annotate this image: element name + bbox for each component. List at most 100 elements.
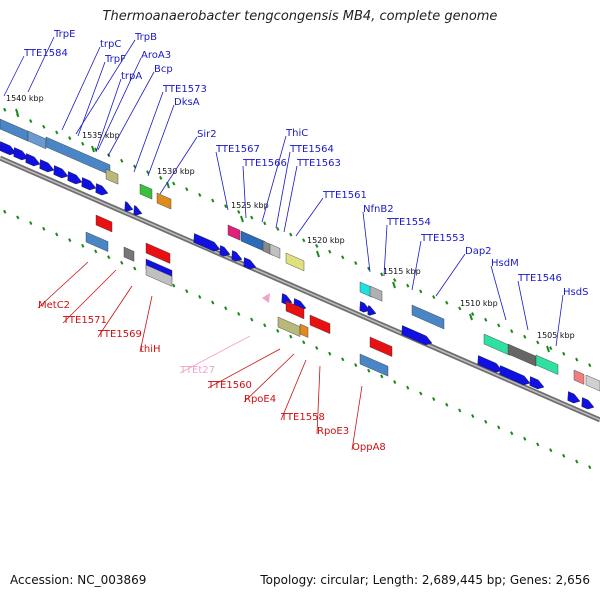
scale-tick (198, 294, 202, 299)
feature-box (285, 252, 305, 272)
forward-gene-arrow (124, 201, 134, 212)
scale-tick (237, 209, 241, 214)
scale-label: 1505 kbp (537, 331, 575, 340)
forward-gene-label-leader (242, 165, 247, 219)
feature-box (507, 343, 537, 367)
scale-tick (159, 175, 163, 180)
forward-gene-label: trpA (121, 71, 142, 82)
forward-gene-label: TTE1566 (242, 158, 287, 169)
major-tick (91, 145, 95, 153)
scale-tick (185, 187, 189, 192)
scale-tick (55, 130, 59, 135)
forward-gene-label-leader (77, 61, 106, 137)
forward-gene-label: TTE1546 (517, 273, 562, 284)
major-tick (469, 313, 473, 321)
scale-tick (432, 397, 436, 402)
forward-gene-arrow (81, 177, 97, 191)
forward-gene-label: TTE1573 (162, 84, 207, 95)
forward-gene-label-leader (435, 253, 466, 297)
scale-tick (432, 295, 436, 300)
scale-tick (29, 119, 33, 124)
forward-gene-label-leader (555, 294, 564, 347)
feature-box (359, 281, 373, 298)
reverse-gene-label-leader (139, 295, 153, 353)
feature-box (0, 118, 29, 142)
gene-layer (0, 118, 600, 410)
scale-tick (237, 311, 241, 316)
scale-label: 1525 kbp (231, 201, 269, 210)
reverse-feature-box (359, 353, 389, 377)
scale-tick (458, 408, 462, 413)
forward-gene-arrow (581, 397, 595, 410)
scale-tick (81, 141, 85, 146)
scale-tick (263, 323, 267, 328)
scale-tick (575, 459, 579, 464)
feature-box (535, 354, 559, 375)
forward-gene-label-leader (383, 224, 388, 277)
forward-gene-arrow (95, 183, 109, 196)
reverse-feature-box (85, 231, 109, 252)
forward-gene-label: AroA3 (141, 50, 171, 61)
forward-gene-arrow (367, 305, 377, 316)
scale-tick (211, 198, 215, 203)
scale-tick (419, 391, 423, 396)
forward-gene-arrow (477, 355, 503, 373)
forward-gene-arrow (499, 365, 531, 386)
scale-tick (419, 289, 423, 294)
scale-tick (510, 431, 514, 436)
scale-tick (185, 289, 189, 294)
scale-tick (328, 249, 332, 254)
scale-tick (354, 261, 358, 265)
scale-tick (510, 329, 514, 334)
forward-gene-label: Bcp (154, 64, 173, 75)
scale-tick (588, 465, 592, 470)
forward-gene-label: DksA (174, 97, 200, 108)
scale-tick (484, 419, 488, 424)
feature-box (105, 168, 119, 185)
reverse-feature-box (285, 300, 305, 320)
scale-tick (302, 238, 306, 243)
scale-tick (250, 317, 254, 322)
scale-tick (68, 238, 72, 243)
scale-tick (94, 249, 98, 254)
scale-tick (172, 181, 176, 186)
forward-gene-arrow (193, 233, 221, 252)
forward-gene-arrow (359, 301, 371, 313)
forward-gene-label: TrpF (104, 54, 126, 65)
trna-marker (262, 293, 270, 303)
forward-gene-arrow (401, 325, 433, 346)
major-tick (392, 281, 396, 289)
scale-tick (42, 124, 46, 129)
forward-gene-label-leader (517, 280, 529, 331)
scale-tick (172, 283, 176, 288)
feature-box (585, 374, 600, 392)
reverse-feature-box (299, 323, 309, 338)
scale-label: 1515 kbp (383, 267, 421, 276)
scale-label: 1540 kbp (6, 94, 44, 103)
reverse-gene-label: TTE1560 (207, 380, 252, 391)
scale-tick (523, 436, 527, 441)
forward-gene-label: Dap2 (465, 246, 492, 257)
feature-box (483, 333, 511, 356)
forward-gene-label-leader (362, 211, 371, 273)
scale-tick (224, 306, 228, 311)
reverse-gene-label-leader (37, 261, 89, 309)
scale-tick (471, 312, 475, 317)
scale-tick (406, 283, 410, 288)
forward-gene-arrow (67, 171, 83, 185)
forward-gene-label: TTE1561 (322, 190, 367, 201)
forward-gene-label-leader (159, 136, 198, 195)
forward-gene-label-leader (97, 57, 142, 151)
reverse-feature-box (369, 336, 393, 357)
scale-tick (523, 334, 527, 339)
forward-gene-label: TrpE (53, 29, 75, 40)
forward-gene-label-leader (283, 165, 298, 233)
forward-gene-label: TTE1584 (23, 48, 68, 59)
forward-gene-label-leader (3, 55, 25, 97)
forward-gene-arrow (0, 141, 17, 156)
reverse-gene-label-leader (97, 285, 133, 338)
reverse-gene-label: TTE1569 (97, 329, 142, 340)
scale-tick (484, 317, 488, 322)
scale-tick (302, 340, 306, 345)
